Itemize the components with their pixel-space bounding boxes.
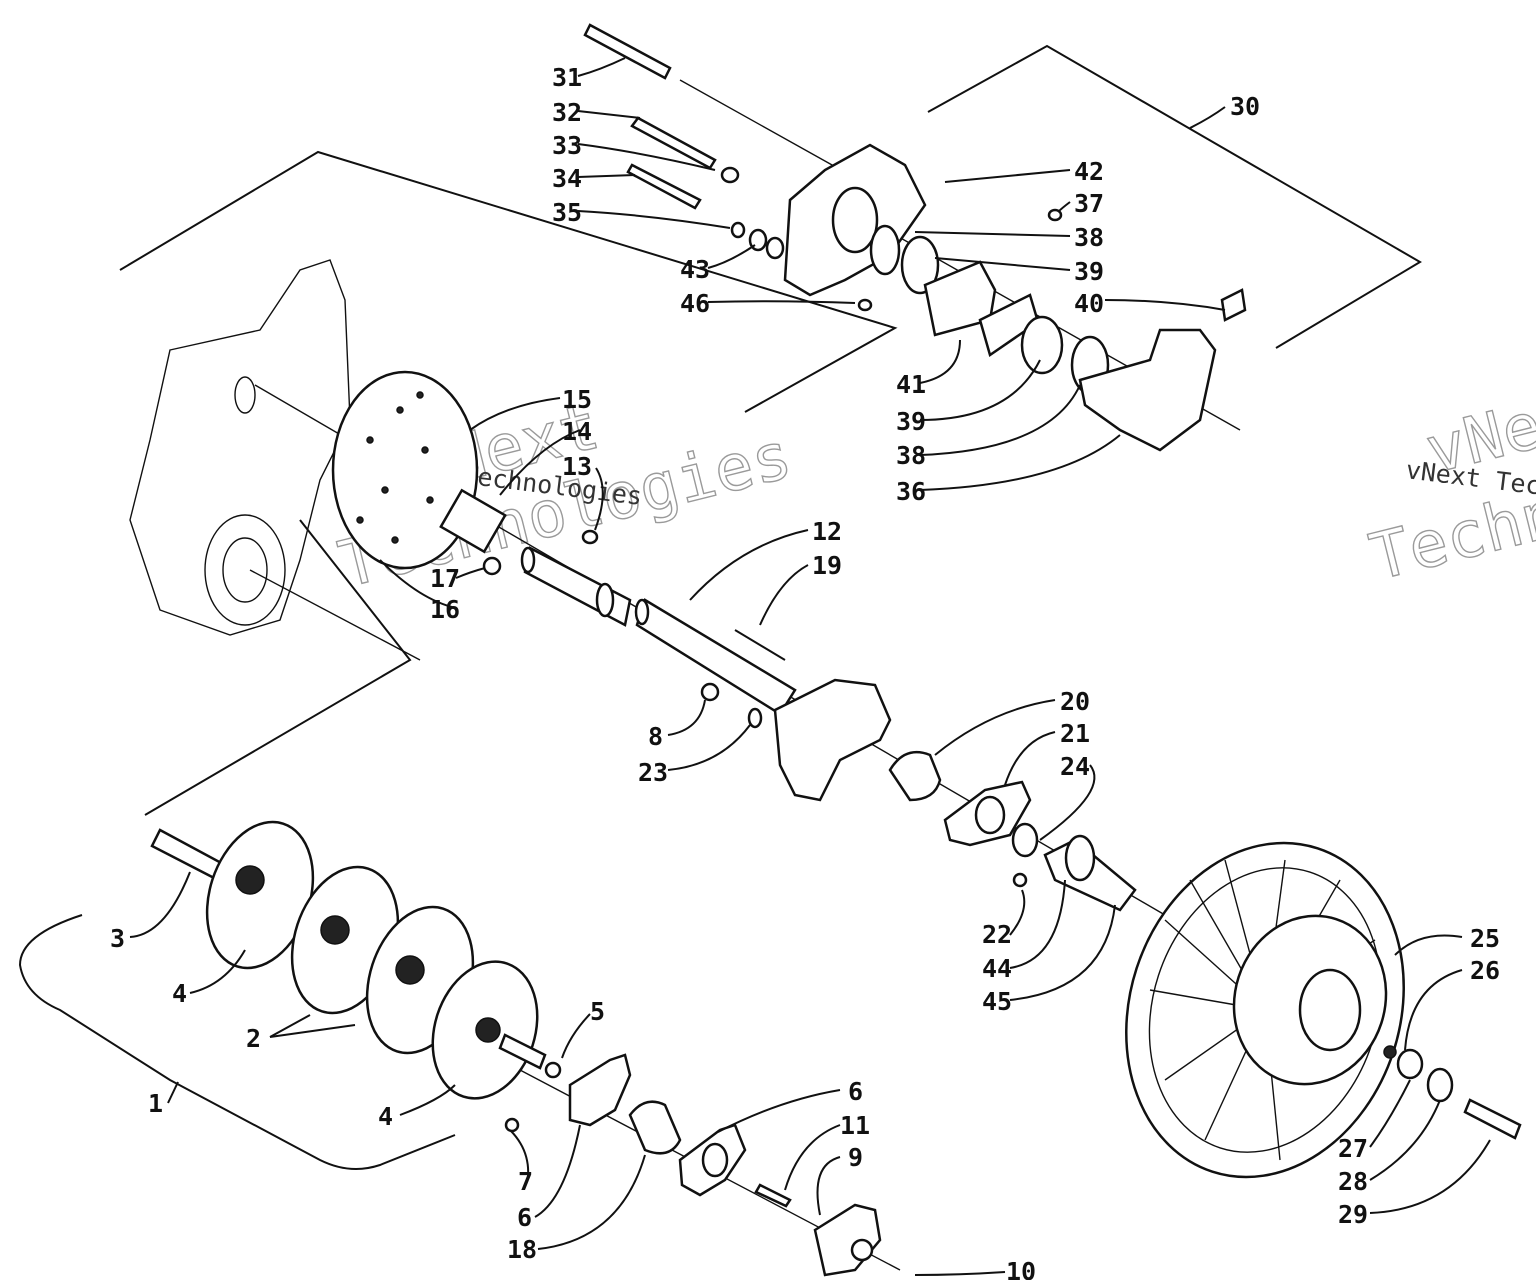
callout-6-upper: 6	[848, 1077, 863, 1106]
callout-38-lower: 38	[896, 441, 926, 470]
callout-23: 23	[638, 758, 668, 787]
driven-pulley	[1125, 841, 1522, 1179]
callout-4-lower: 4	[378, 1102, 393, 1131]
callout-33: 33	[552, 131, 582, 160]
callout-43: 43	[680, 255, 710, 284]
brake-caliper-assembly	[583, 23, 1247, 452]
callout-10: 10	[1006, 1257, 1036, 1280]
callout-4-upper: 4	[172, 979, 187, 1008]
jackshaft	[520, 529, 797, 716]
callout-18: 18	[507, 1235, 537, 1264]
chassis-housing	[129, 259, 351, 636]
callout-45: 45	[982, 987, 1012, 1016]
callout-39-upper: 39	[1074, 257, 1104, 286]
callout-2: 2	[246, 1024, 261, 1053]
callout-41: 41	[896, 370, 926, 399]
callout-7: 7	[518, 1167, 533, 1196]
brake-disc	[331, 370, 507, 576]
drive-axle	[150, 820, 562, 1100]
callout-40: 40	[1074, 289, 1104, 318]
callout-24: 24	[1060, 752, 1090, 781]
callout-36: 36	[896, 477, 926, 506]
callout-30: 30	[1230, 92, 1260, 121]
brake-caliper-group-box	[927, 44, 1422, 349]
leader-lines	[129, 57, 1491, 1276]
callout-17: 17	[430, 564, 460, 593]
callout-3: 3	[110, 924, 125, 953]
callout-11: 11	[840, 1111, 870, 1140]
jackshaft-group-box	[119, 150, 898, 413]
bearing-housing-upper	[700, 678, 1137, 912]
callout-16: 16	[430, 595, 460, 624]
callout-5: 5	[590, 997, 605, 1026]
callout-32: 32	[552, 98, 582, 127]
callout-21: 21	[1060, 719, 1090, 748]
callout-31: 31	[552, 63, 582, 92]
callout-38-upper: 38	[1074, 223, 1104, 252]
callout-37: 37	[1074, 189, 1104, 218]
callout-8: 8	[648, 722, 663, 751]
callout-6-lower: 6	[517, 1203, 532, 1232]
callout-19: 19	[812, 551, 842, 580]
callout-42: 42	[1074, 157, 1104, 186]
callout-44: 44	[982, 954, 1012, 983]
callout-22: 22	[982, 920, 1012, 949]
callout-28: 28	[1338, 1167, 1368, 1196]
callout-29: 29	[1338, 1200, 1368, 1229]
callout-39-lower: 39	[896, 407, 926, 436]
drive-axle-group-box	[144, 519, 412, 816]
callout-26: 26	[1470, 956, 1500, 985]
callout-20: 20	[1060, 687, 1090, 716]
callout-14: 14	[562, 417, 592, 446]
callout-35: 35	[552, 198, 582, 227]
callout-9: 9	[848, 1143, 863, 1172]
callout-27: 27	[1338, 1134, 1368, 1163]
callout-46: 46	[680, 289, 710, 318]
lower-bearing-set	[504, 1053, 882, 1277]
callout-34: 34	[552, 164, 582, 193]
callout-13: 13	[562, 452, 592, 481]
callout-25: 25	[1470, 924, 1500, 953]
callout-labels: 31 32 33 34 35 43 46 30 42 37 38 39 40 4…	[110, 63, 1500, 1280]
callout-1: 1	[148, 1089, 163, 1118]
callout-15: 15	[562, 385, 592, 414]
drive-axle-axis-line	[249, 569, 421, 661]
caliper-axis-line	[679, 79, 851, 176]
drive-axle-bracket	[18, 914, 456, 1170]
callout-12: 12	[812, 517, 842, 546]
